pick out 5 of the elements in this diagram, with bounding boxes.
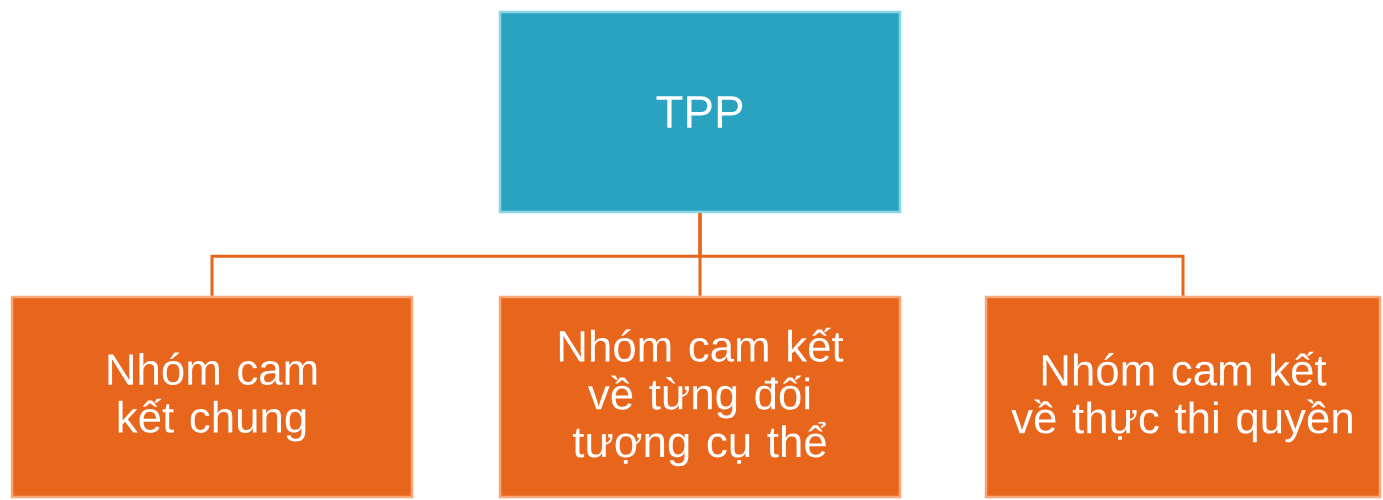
category-box: Nhóm cam kết về từng đối tượng cụ thể [498, 295, 902, 499]
category-box: Nhóm cam kết chung [10, 295, 414, 499]
connector-line [698, 213, 1185, 296]
category-box: Nhóm cam kết về thực thi quyền [984, 295, 1382, 499]
title-box: TPP [498, 10, 902, 214]
